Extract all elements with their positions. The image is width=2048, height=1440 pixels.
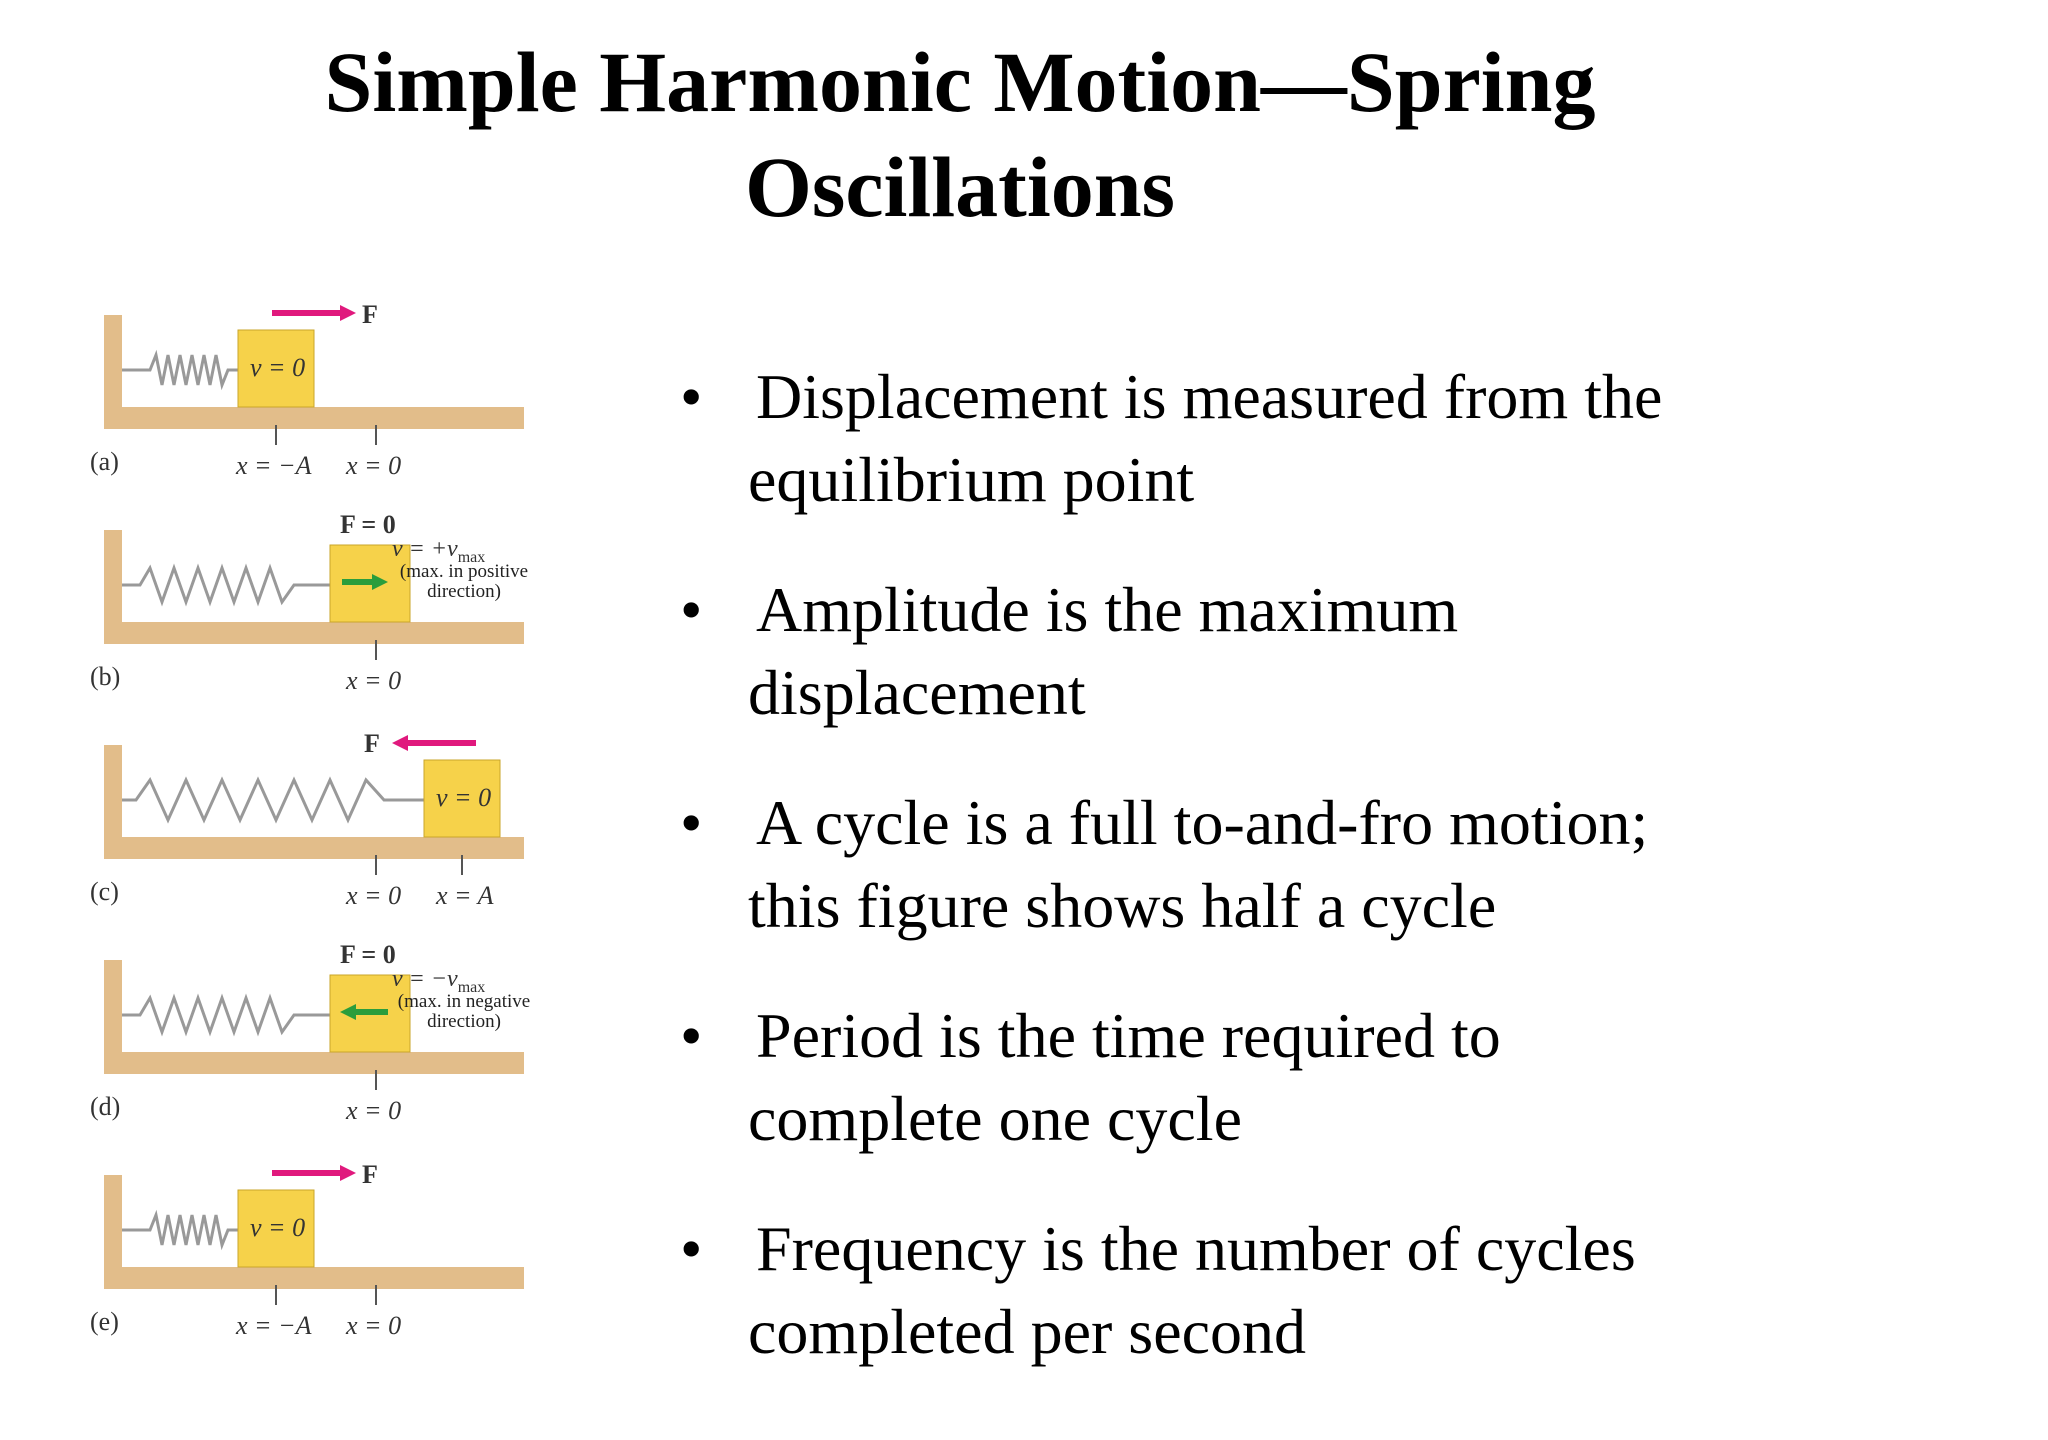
floor	[104, 407, 524, 429]
bullet-text: A cycle is a full to-and-fro motion;this…	[748, 787, 1649, 941]
panel-d-drawing	[104, 960, 524, 1090]
bullet-marker: •	[680, 1000, 703, 1071]
bullet-marker: •	[680, 361, 703, 432]
slide-title: Simple Harmonic Motion—Spring Oscillatio…	[0, 30, 1920, 240]
wall	[104, 1175, 122, 1285]
floor	[104, 1267, 524, 1289]
velocity-label: v = +vmax	[392, 536, 486, 566]
force-label: F	[362, 300, 378, 329]
floor	[104, 622, 524, 644]
wall	[104, 960, 122, 1070]
bullet-marker: •	[680, 1213, 703, 1284]
force-label: F = 0	[340, 510, 396, 539]
panel-e-drawing	[104, 1165, 524, 1305]
panel-id: (b)	[90, 662, 121, 691]
spring	[122, 776, 424, 824]
spring	[122, 563, 330, 607]
panel-id: (a)	[90, 447, 119, 476]
floor	[104, 837, 524, 859]
panel-a: F v = 0 (a) x = −A x = 0	[90, 295, 550, 505]
bullet-marker: •	[680, 787, 703, 858]
panel-e: F v = 0 (e) x = −A x = 0	[90, 1155, 550, 1365]
panel-id: (c)	[90, 877, 119, 906]
velocity-label: v = 0	[436, 783, 492, 812]
force-arrowhead	[340, 305, 356, 321]
spring	[122, 1209, 238, 1251]
velocity-arrowhead	[372, 574, 388, 590]
velocity-label: v = 0	[250, 353, 306, 382]
panel-id: (e)	[90, 1307, 119, 1336]
position-mark: x = A	[436, 881, 494, 910]
position-mark: x = −A	[236, 451, 312, 480]
force-label: F = 0	[340, 940, 396, 969]
title-line-2: Oscillations	[744, 139, 1176, 235]
spring-oscillation-figure: F v = 0 (a) x = −A x = 0 F = 0 v = +vmax…	[90, 295, 550, 1355]
spring	[122, 993, 330, 1037]
wall	[104, 530, 122, 640]
spring	[122, 349, 238, 391]
bullet-item: • A cycle is a full to-and-fro motion;th…	[680, 781, 1980, 947]
position-mark: x = −A	[236, 1311, 312, 1340]
block	[237, 329, 315, 408]
wall	[104, 745, 122, 855]
floor	[104, 1052, 524, 1074]
force-arrowhead	[392, 735, 408, 751]
force-arrowhead	[340, 1165, 356, 1181]
force-label: F	[364, 729, 380, 758]
position-mark: x = 0	[346, 1096, 402, 1125]
panel-c-drawing	[104, 735, 524, 875]
title-line-1: Simple Harmonic Motion—Spring	[324, 34, 1596, 130]
force-label: F	[362, 1160, 378, 1189]
block	[237, 1189, 315, 1268]
wall	[104, 315, 122, 425]
panel-a-drawing	[104, 305, 524, 445]
panel-b-drawing	[104, 530, 524, 660]
position-mark: x = 0	[346, 1311, 402, 1340]
block	[423, 759, 501, 838]
position-mark: x = 0	[346, 666, 402, 695]
velocity-arrowhead	[340, 1004, 356, 1020]
velocity-label: v = −vmax	[392, 966, 486, 996]
panel-id: (d)	[90, 1092, 121, 1121]
position-mark: x = 0	[346, 451, 402, 480]
bullet-marker: •	[680, 574, 703, 645]
velocity-label: v = 0	[250, 1213, 306, 1242]
panel-c: F v = 0 (c) x = 0 x = A	[90, 725, 550, 935]
position-mark: x = 0	[346, 881, 402, 910]
